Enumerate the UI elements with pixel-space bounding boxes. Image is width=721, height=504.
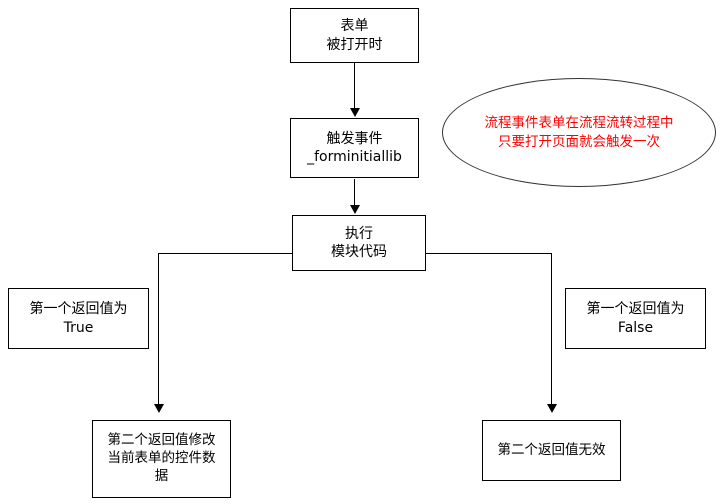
edge-execute-module-to-result-invalid-vertical [551, 253, 552, 405]
node-condition-true-line2: True [63, 319, 94, 336]
edge-form-open-to-trigger-event [354, 63, 355, 109]
node-execute-module-line1: 执行 [345, 225, 373, 242]
node-form-open-line2: 被打开时 [326, 36, 383, 53]
note-ellipse: 流程事件表单在流程流转过程中只要打开页面就会触发一次 [442, 78, 716, 187]
node-condition-false: 第一个返回值为 False [565, 288, 706, 349]
node-execute-module-line2: 模块代码 [331, 244, 387, 260]
node-form-open: 表单 被打开时 [290, 8, 419, 63]
edge-trigger-event-to-execute-module [354, 179, 355, 206]
edge-execute-module-to-result-modify-horizontal [158, 253, 293, 254]
arrowhead-down-icon [350, 205, 360, 214]
node-condition-false-line1: 第一个返回值为 [586, 301, 685, 318]
node-trigger-event: 触发事件 _forminitiallib [290, 118, 419, 178]
edge-execute-module-to-result-modify-vertical [158, 253, 159, 405]
node-result-invalid: 第二个返回值无效 [482, 420, 621, 481]
arrowhead-down-icon [154, 404, 164, 413]
node-trigger-event-line2: _forminitiallib [307, 149, 402, 165]
node-condition-true-line1: 第一个返回值为 [29, 301, 128, 318]
node-condition-false-line2: False [617, 319, 654, 336]
node-trigger-event-line1: 触发事件 [326, 130, 383, 147]
node-condition-true: 第一个返回值为 True [8, 288, 149, 349]
node-result-modify-text: 第二个返回值修改当前表单的控件数据 [107, 432, 216, 484]
arrowhead-down-icon [547, 404, 557, 413]
node-result-invalid-text: 第二个返回值无效 [497, 441, 606, 458]
node-execute-module: 执行 模块代码 [292, 215, 426, 271]
note-ellipse-text: 流程事件表单在流程流转过程中只要打开页面就会触发一次 [484, 115, 674, 150]
arrowhead-down-icon [350, 108, 360, 117]
edge-execute-module-to-result-invalid-horizontal [426, 253, 552, 254]
node-form-open-line1: 表单 [340, 18, 369, 35]
node-result-modify-control-data: 第二个返回值修改当前表单的控件数据 [92, 420, 231, 498]
